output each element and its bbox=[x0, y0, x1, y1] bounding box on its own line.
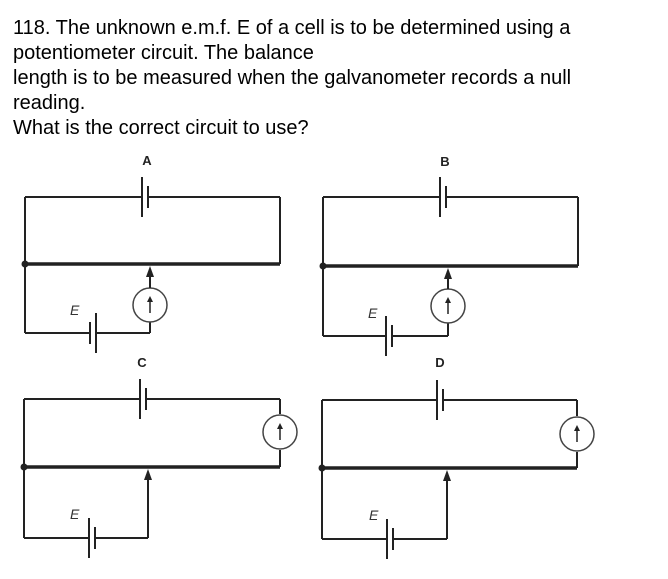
circuit-option-a: AE bbox=[21, 153, 281, 353]
jockey-arrowhead bbox=[144, 469, 152, 480]
galvanometer-icon bbox=[262, 414, 298, 450]
galvanometer-arrowhead bbox=[147, 296, 153, 302]
galvanometer-icon bbox=[430, 288, 466, 324]
cell-gap bbox=[437, 397, 443, 403]
cell-e-label: E bbox=[369, 507, 379, 523]
option-label: B bbox=[440, 154, 449, 169]
question-line: potentiometer circuit. The balance bbox=[13, 42, 314, 64]
cell-gap bbox=[142, 194, 148, 200]
question-text: 118. The unknown e.m.f. E of a cell is t… bbox=[13, 16, 663, 141]
question-line: 118. The unknown e.m.f. E of a cell is t… bbox=[13, 17, 571, 39]
option-label: A bbox=[142, 153, 152, 168]
option-label: D bbox=[435, 355, 444, 370]
galvanometer-arrowhead bbox=[445, 297, 451, 303]
circuit-option-d: DE bbox=[318, 355, 595, 559]
cell-gap bbox=[440, 194, 446, 200]
galvanometer-icon bbox=[132, 287, 168, 323]
cell-gap bbox=[140, 396, 146, 402]
circuit-option-c: CE bbox=[20, 355, 298, 558]
cell-gap bbox=[89, 535, 95, 541]
galvanometer-icon bbox=[559, 416, 595, 452]
cell-e-label: E bbox=[70, 302, 80, 318]
question-line: length is to be measured when the galvan… bbox=[13, 67, 572, 89]
cell-gap bbox=[386, 333, 392, 339]
cell-gap bbox=[387, 536, 393, 542]
question-line: What is the correct circuit to use? bbox=[13, 117, 309, 139]
cell-e-label: E bbox=[368, 305, 378, 321]
circuit-option-b: BE bbox=[319, 154, 579, 356]
option-label: C bbox=[137, 355, 147, 370]
galvanometer-arrowhead bbox=[574, 425, 580, 431]
galvanometer-arrowhead bbox=[277, 423, 283, 429]
cell-gap bbox=[90, 330, 96, 336]
jockey-arrowhead bbox=[146, 266, 154, 277]
cell-e-label: E bbox=[70, 506, 80, 522]
question-line: reading. bbox=[13, 92, 86, 114]
jockey-arrowhead bbox=[444, 268, 452, 279]
jockey-arrowhead bbox=[443, 470, 451, 481]
